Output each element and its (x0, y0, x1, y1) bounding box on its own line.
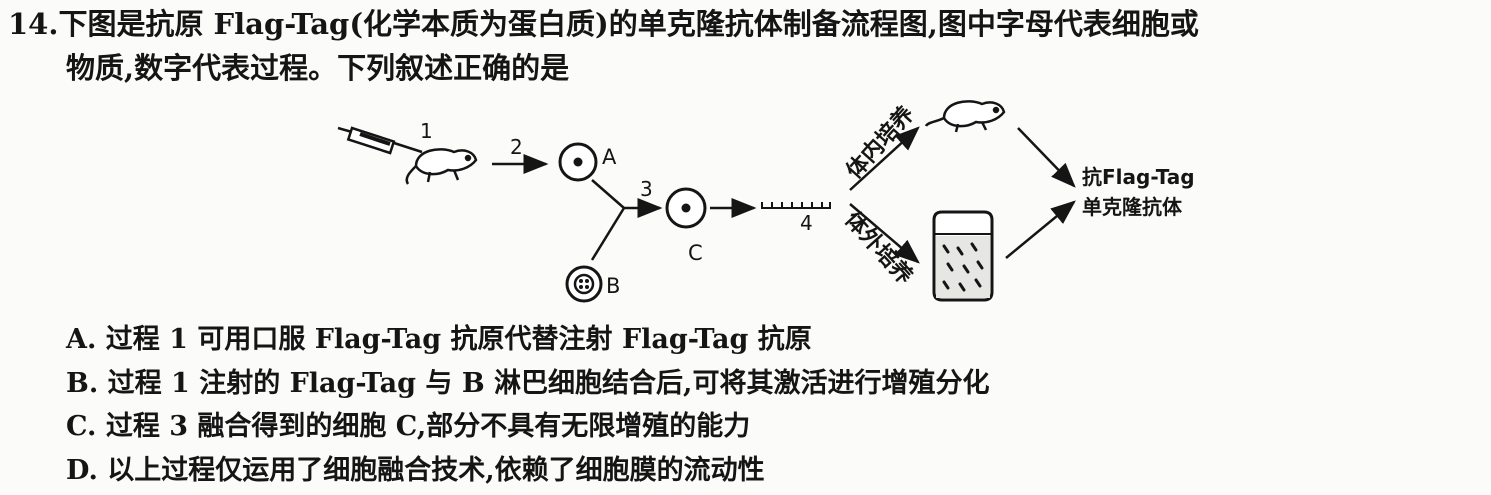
arrow-vitro-to-product (1005, 200, 1076, 259)
screening-plate (761, 202, 831, 209)
question-stem-line2: 物质,数字代表过程。下列叙述正确的是 (66, 51, 570, 85)
cell-a (558, 142, 598, 182)
process-label-1: 1 (420, 119, 433, 143)
question-stem-text1: 下图是抗原 Flag-Tag(化学本质为蛋白质)的单克隆抗体制备流程图,图中字母… (58, 7, 1199, 41)
arrow-in-vitro (849, 203, 920, 264)
cell-label-a: A (602, 145, 617, 169)
cell-c (665, 187, 707, 229)
in-vivo-label: 体内培养 (841, 101, 919, 184)
options-list: A. 过程 1 可用口服 Flag-Tag 抗原代替注射 Flag-Tag 抗原… (66, 318, 989, 492)
flow-diagram: 1 2 A B 3 C 4 体内培养 体外培养 (337, 100, 1195, 303)
product-label-line2: 单克隆抗体 (1082, 195, 1183, 219)
option-c[interactable]: C. 过程 3 融合得到的细胞 C,部分不具有无限增殖的能力 (66, 411, 751, 442)
question-number: 14. (8, 7, 59, 41)
option-b[interactable]: B. 过程 1 注射的 Flag-Tag 与 B 淋巴细胞结合后,可将其激活进行… (66, 367, 990, 399)
cell-label-c: C (688, 241, 703, 265)
arrow-in-vivo (849, 126, 920, 191)
arrow-vivo-to-product (1017, 127, 1076, 188)
mouse-icon (405, 148, 478, 185)
syringe-icon (337, 126, 423, 155)
cell-label-b: B (606, 274, 620, 298)
process-label-3: 3 (640, 177, 653, 201)
question-block: 14.下图是抗原 Flag-Tag(化学本质为蛋白质)的单克隆抗体制备流程图,图… (8, 2, 1486, 90)
product-label-line1: 抗Flag-Tag (1082, 165, 1195, 189)
mouse-icon (924, 100, 1006, 133)
process-label-2: 2 (510, 135, 523, 159)
question-stem-line1: 14.下图是抗原 Flag-Tag(化学本质为蛋白质)的单克隆抗体制备流程图,图… (8, 2, 1486, 46)
in-vitro-label: 体外培养 (840, 207, 918, 290)
cell-b (565, 265, 603, 303)
fusion-junction (590, 179, 626, 261)
process-label-4: 4 (800, 211, 813, 235)
option-a[interactable]: A. 过程 1 可用口服 Flag-Tag 抗原代替注射 Flag-Tag 抗原 (66, 324, 812, 355)
option-d[interactable]: D. 以上过程仅运用了细胞融合技术,依赖了细胞膜的流动性 (66, 454, 765, 486)
culture-flask-icon (932, 210, 994, 302)
